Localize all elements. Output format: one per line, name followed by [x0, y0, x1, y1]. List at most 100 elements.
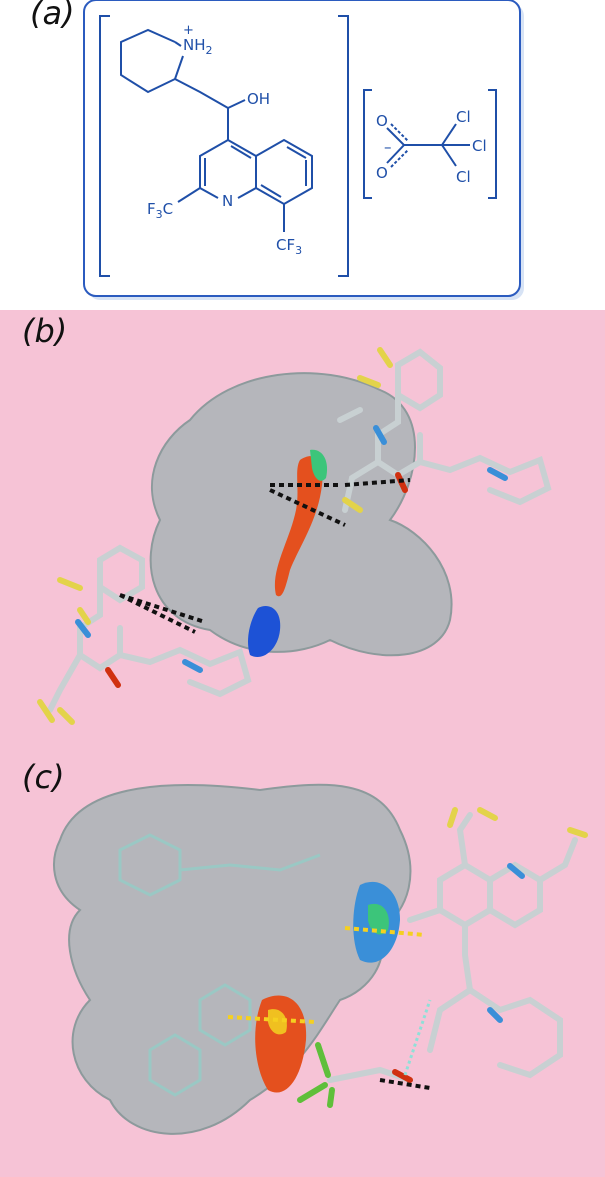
nitrogen-b-2 — [487, 467, 508, 481]
molecule-b-lower — [47, 544, 252, 713]
o-bottom-label: O — [376, 164, 388, 182]
contacts-b — [119, 478, 411, 634]
atoms-c-anion — [297, 1042, 413, 1108]
fluorine-c-3 — [567, 827, 588, 838]
cl3-label: Cl — [456, 168, 471, 186]
ghost-molecule-c — [118, 833, 321, 1097]
benzene-ring — [255, 138, 313, 206]
oxygen-b-2 — [105, 667, 121, 688]
fluorine-b-2 — [357, 375, 381, 388]
ghost-ring-c-1 — [118, 833, 182, 897]
atoms-c-right — [447, 807, 588, 1023]
green-contact-patch-c — [368, 903, 389, 935]
ghost-ring-c-2 — [198, 983, 252, 1047]
oh-label: OH — [247, 90, 270, 108]
right-bracket-close — [488, 89, 497, 199]
chain-bond — [174, 78, 229, 109]
cl1-label: Cl — [456, 108, 471, 126]
anion-labels: O O – Cl Cl Cl — [376, 108, 487, 186]
green-contact-patch-b — [310, 449, 328, 481]
ccl-bond-3 — [441, 144, 457, 167]
nitrogen-b-1 — [373, 425, 387, 445]
panel-c-label: (c) — [22, 758, 65, 796]
cf3-c-top — [456, 812, 473, 868]
ring-c-3 — [467, 987, 563, 1079]
ring-c-1 — [437, 861, 493, 929]
panel-a-label: (a) — [30, 0, 75, 32]
panel-c-drawing — [53, 783, 588, 1135]
chain-b-upper — [417, 454, 552, 506]
double-bond-2 — [230, 145, 252, 159]
o-top-label: O — [376, 112, 388, 130]
cf3-left-bond — [177, 187, 201, 203]
contact-c-4 — [403, 999, 432, 1076]
chlorine-c-2 — [297, 1082, 328, 1103]
contact-b-5 — [119, 593, 196, 634]
nitrogen-c-2 — [487, 1007, 503, 1023]
contact-b-3 — [344, 478, 411, 487]
ring-b-lower-1 — [97, 544, 145, 604]
cf3-left-label: F3C — [147, 200, 173, 221]
cl2-label: Cl — [472, 137, 487, 155]
right-bracket-open — [363, 89, 372, 199]
nitrogen-b-4 — [182, 659, 203, 673]
oh-bond — [227, 99, 246, 109]
contact-b-2 — [269, 488, 346, 527]
cf3-bottom-label: CF3 — [276, 236, 302, 257]
ghost-ring-c-3 — [148, 1033, 202, 1097]
panel-b-label: (b) — [22, 312, 68, 350]
hirshfeld-surface-c — [53, 783, 412, 1135]
cf3-b-upper — [337, 407, 363, 423]
fluorine-c-2 — [447, 807, 458, 828]
ccl-bond-1 — [441, 123, 457, 146]
blue-contact-patch-b — [247, 606, 281, 658]
contact-b-4 — [119, 593, 206, 624]
atoms-b-lower — [37, 577, 203, 725]
quinoline-mid — [227, 139, 257, 199]
anion-structure — [363, 89, 497, 199]
benzene-double-3 — [260, 184, 282, 198]
red-contact-patch-b — [274, 456, 323, 597]
ghost-chain-c — [179, 853, 321, 872]
chlorine-c-1 — [315, 1042, 331, 1078]
h-bond-c — [407, 907, 443, 923]
nitrogen-b-3 — [75, 619, 91, 638]
oxygen-c-1 — [392, 1069, 413, 1083]
cation-structure — [99, 15, 349, 277]
molecule-svg — [37, 347, 588, 1135]
contact-c-2 — [227, 1015, 316, 1024]
carboxylate-dash-2 — [390, 149, 409, 168]
contacts-c-yellow — [227, 926, 426, 1024]
ring-b-upper-1 — [395, 348, 443, 412]
left-bracket-close — [338, 15, 349, 277]
red-contact-patch-c — [255, 995, 307, 1093]
fluorine-b-7 — [57, 707, 75, 725]
fluorine-b-5 — [77, 607, 91, 625]
contact-c-1 — [344, 926, 426, 937]
piperidine-ring — [120, 28, 176, 94]
chain-c-1 — [427, 922, 474, 1053]
fluorine-b-1 — [377, 347, 393, 368]
fluorine-b-3 — [342, 497, 363, 513]
scheme-svg: NH2 + OH N F3C CF3 O O – Cl Cl Cl — [83, 0, 524, 300]
atoms-b-upper — [342, 347, 508, 513]
cf3-b-lower — [47, 652, 83, 713]
nh-bond — [174, 55, 184, 80]
molecule-c-right — [407, 812, 578, 1079]
left-bracket-open — [99, 15, 110, 277]
cation-labels: NH2 + OH N F3C CF3 — [147, 23, 302, 257]
nh2-label: NH2 — [183, 36, 213, 57]
quinoline-left — [199, 139, 229, 199]
cf3-c-right — [537, 837, 578, 883]
contacts-c-cyan — [403, 999, 432, 1076]
scheme-frame — [83, 0, 521, 297]
panel-a-scheme: (a) — [0, 0, 605, 310]
plus-charge: + — [183, 23, 194, 38]
benzene-double-1 — [286, 146, 307, 159]
panel-b-drawing — [37, 347, 552, 725]
chlorine-c-3 — [327, 1087, 335, 1108]
carboxylate-dash-1 — [390, 123, 409, 142]
nh-bond-top — [174, 41, 182, 47]
nitrogen-c-1 — [507, 863, 525, 879]
fluorine-c-1 — [477, 807, 498, 821]
